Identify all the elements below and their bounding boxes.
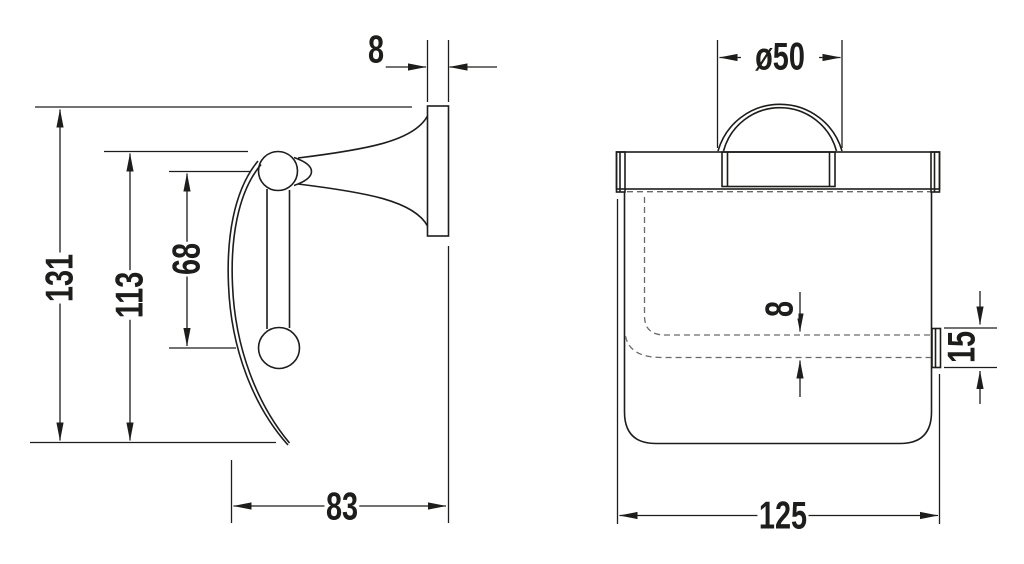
guard-arc-outer [227,160,289,446]
roll-hump-inner [722,106,838,152]
side-view [30,40,497,523]
front-view-dimensions [616,40,997,524]
front-view-hidden-lines [624,191,931,359]
dim-label-arm-span: 68 [165,241,209,277]
dim-label-roll-diameter: ø50 [753,35,807,79]
pivot-knob [257,150,299,192]
pivot-cone [293,156,313,187]
dim-label-plate-thickness: 8 [366,28,386,72]
mounting-rail [615,151,941,190]
side-view-product [227,105,450,446]
dim-label-width: 125 [757,494,809,538]
front-view-product [615,103,942,445]
wall-plate [426,105,450,237]
roller-knob [257,326,301,370]
front-view [615,40,997,524]
cover-flap-body [623,192,933,445]
stem-top-curve [297,115,429,159]
hinge-bracket [721,151,836,188]
dim-label-pivot-height: 113 [108,270,152,320]
dim-label-depth: 83 [324,485,360,529]
hidden-line-spindle [624,335,931,359]
dim-label-latch-height: 15 [940,329,984,365]
guard-arc-inner [231,163,291,444]
stem-bottom-curve [297,183,429,227]
roll-hump-outer [717,103,843,152]
dim-label-cover-offset: 8 [758,299,802,319]
hidden-line-roll-outline [643,197,931,336]
dim-label-total-height: 131 [38,252,82,304]
